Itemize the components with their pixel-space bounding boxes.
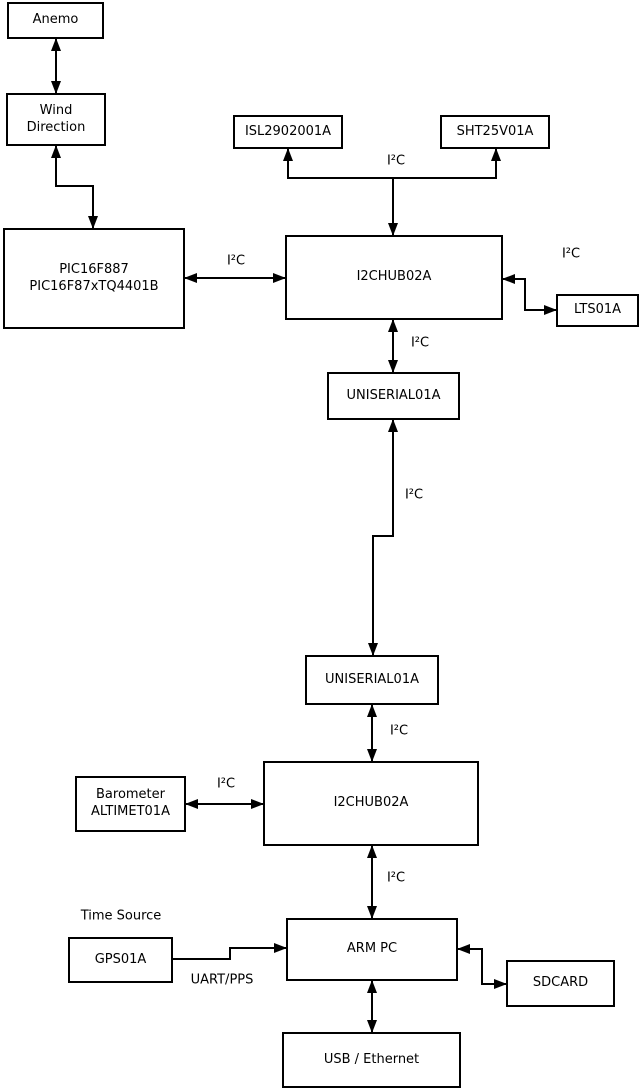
node-label-i2chub02a-1: I2CHUB02A <box>356 269 432 285</box>
edge-wind-pic <box>51 145 98 229</box>
label-i2c-barometer-hub2: I²C <box>216 776 236 792</box>
node-sdcard: SDCARD <box>506 960 615 1007</box>
node-isl2902001a: ISL2902001A <box>233 115 343 149</box>
node-label-arm-pc: ARM PC <box>346 941 398 957</box>
label-i2c-hub1-uniserial1: I²C <box>410 335 430 351</box>
node-label-wind-direction: Wind Direction <box>26 102 86 135</box>
label-i2c-hub2-armpc: I²C <box>386 870 406 886</box>
label-i2c-hub1-sensors: I²C <box>386 153 406 169</box>
label-uart-pps: UART/PPS <box>190 972 254 988</box>
node-label-i2chub02a-2: I2CHUB02A <box>333 795 409 811</box>
edge-armpc-sdcard <box>457 944 507 989</box>
node-i2chub02a-1: I2CHUB02A <box>285 235 503 320</box>
node-label-pic16f887: PIC16F887 PIC16F87xTQ4401B <box>29 261 159 294</box>
node-lts01a: LTS01A <box>556 294 639 327</box>
label-i2c-hub1-lts: I²C <box>561 246 581 262</box>
node-uniserial01a-1: UNISERIAL01A <box>327 372 460 420</box>
node-label-usb-ethernet: USB / Ethernet <box>323 1051 420 1067</box>
node-label-sht25v01a: SHT25V01A <box>456 123 534 139</box>
edge-uniserial1-uniserial2 <box>368 419 398 656</box>
node-barometer: Barometer ALTIMET01A <box>75 776 186 832</box>
node-usb-ethernet: USB / Ethernet <box>282 1032 461 1088</box>
node-anemo: Anemo <box>7 2 104 39</box>
node-label-barometer: Barometer ALTIMET01A <box>91 787 170 819</box>
label-i2c-uniserial2-hub2: I²C <box>389 723 409 739</box>
node-label-isl2902001a: ISL2902001A <box>244 123 332 139</box>
node-sht25v01a: SHT25V01A <box>440 115 550 149</box>
node-label-uniserial01a-1: UNISERIAL01A <box>346 387 441 403</box>
node-label-lts01a: LTS01A <box>573 302 622 318</box>
node-label-sdcard: SDCARD <box>532 975 589 991</box>
label-i2c-pic-hub1: I²C <box>226 253 246 269</box>
node-label-anemo: Anemo <box>32 12 79 28</box>
node-uniserial01a-2: UNISERIAL01A <box>305 655 439 705</box>
node-pic16f887: PIC16F887 PIC16F87xTQ4401B <box>3 228 185 329</box>
node-i2chub02a-2: I2CHUB02A <box>263 761 479 846</box>
edge-gps-armpc <box>173 943 287 960</box>
node-gps01a: GPS01A <box>68 937 173 983</box>
label-time-source: Time Source <box>80 908 162 924</box>
node-wind-direction: Wind Direction <box>6 93 106 146</box>
edge-hub1-lts <box>502 274 557 315</box>
node-arm-pc: ARM PC <box>286 918 458 981</box>
node-label-gps01a: GPS01A <box>94 951 147 967</box>
label-i2c-uniserial-link: I²C <box>404 487 424 503</box>
node-label-uniserial01a-2: UNISERIAL01A <box>325 671 419 687</box>
